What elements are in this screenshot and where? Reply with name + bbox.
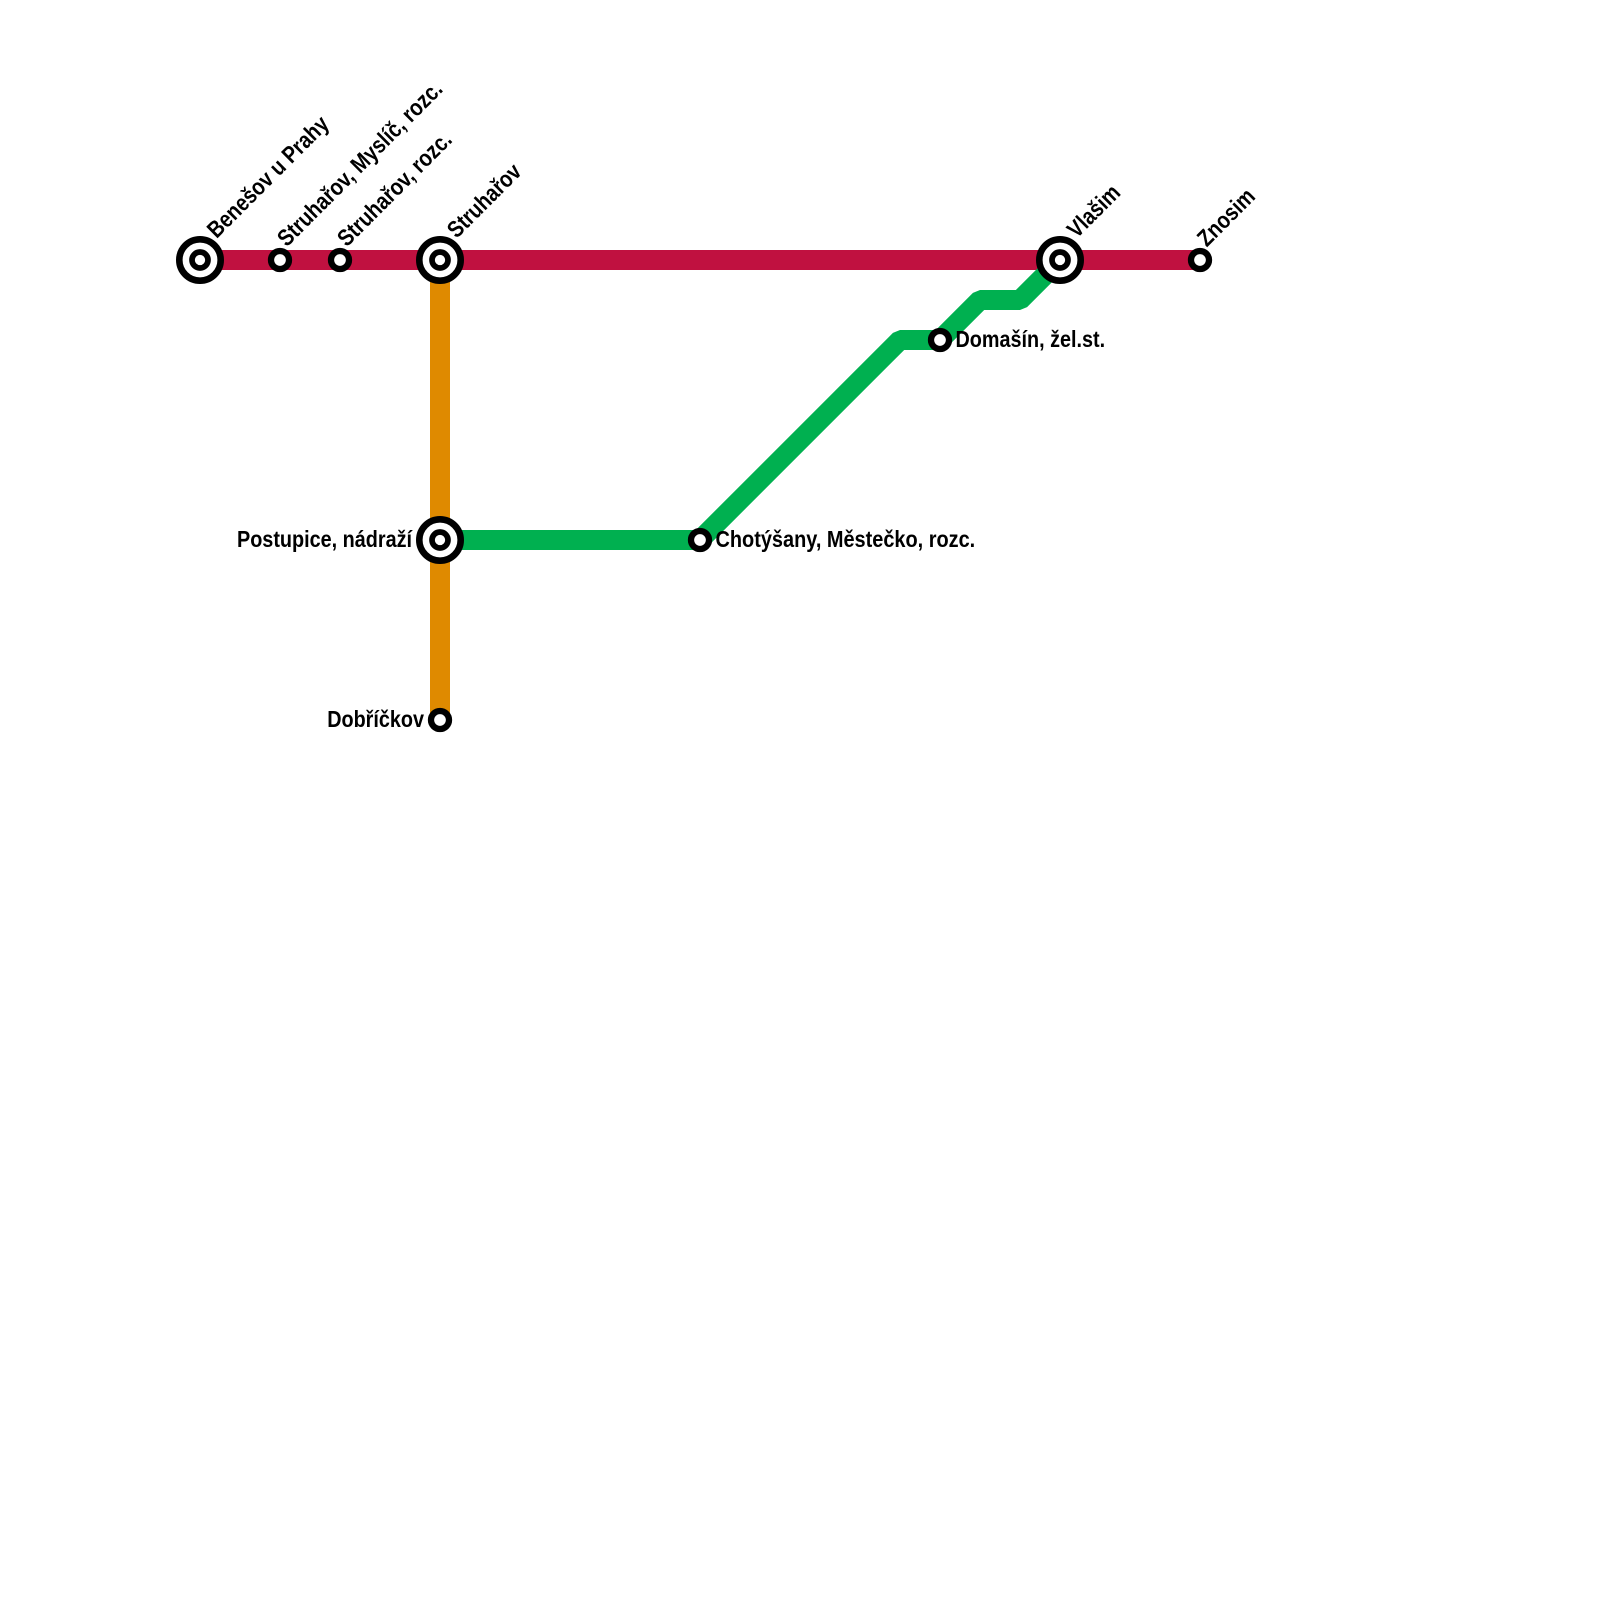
svg-text:Dobříčkov: Dobříčkov (327, 706, 424, 732)
svg-text:Postupice, nádraží: Postupice, nádraží (237, 526, 413, 552)
svg-text:Chotýšany, Městečko, rozc.: Chotýšany, Městečko, rozc. (716, 526, 976, 552)
svg-text:Domašín, žel.st.: Domašín, žel.st. (956, 326, 1106, 352)
